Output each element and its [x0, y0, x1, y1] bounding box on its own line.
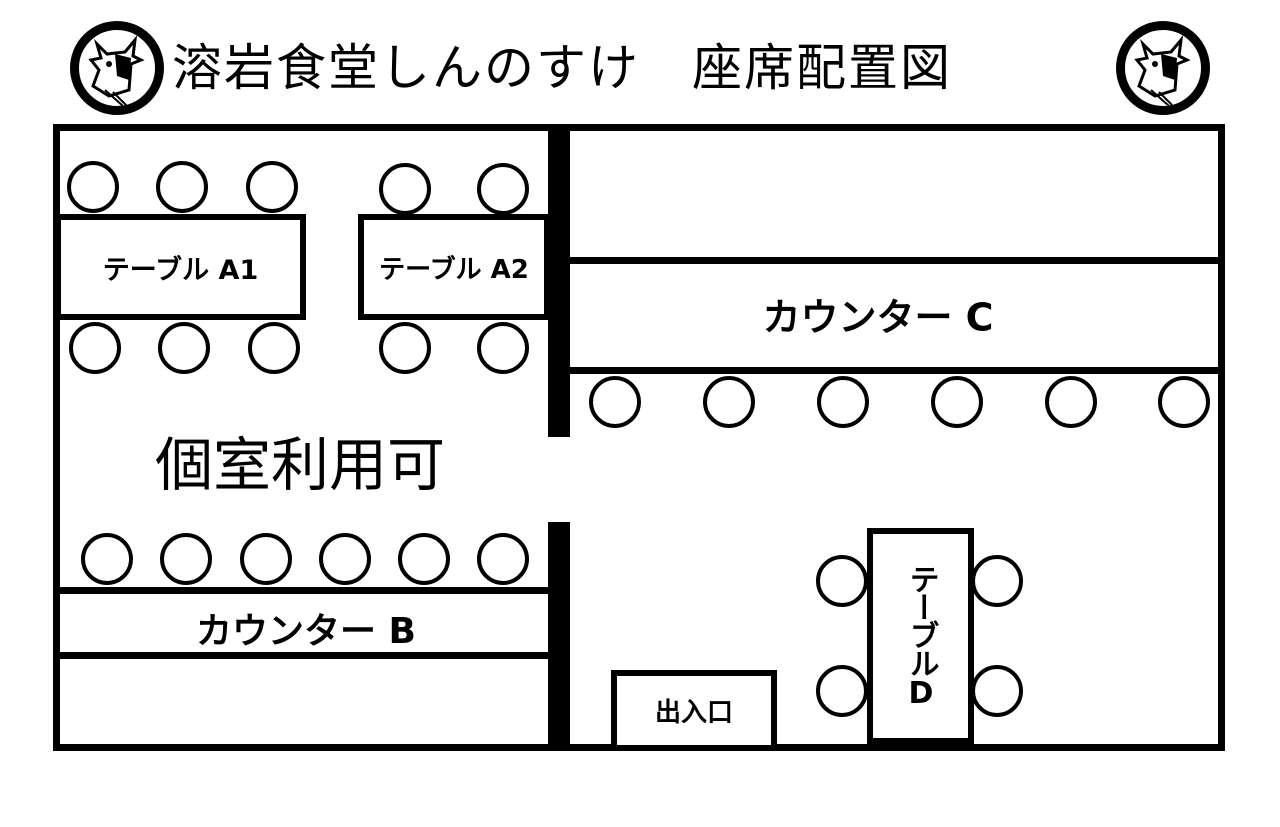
seat[interactable]	[160, 533, 212, 585]
table-a2-label: テーブル A2	[379, 254, 529, 285]
entrance[interactable]: 出入口	[611, 670, 777, 751]
seat[interactable]	[240, 533, 292, 585]
private-room-label: 個室利用可	[155, 431, 446, 499]
cow-mascot-icon	[70, 21, 164, 115]
counter-c-label: カウンター C	[762, 295, 994, 340]
seat[interactable]	[817, 376, 869, 428]
seat[interactable]	[69, 322, 121, 374]
table-a1-label: テーブル A1	[102, 254, 259, 286]
seat[interactable]	[248, 322, 300, 374]
partition-wall	[548, 522, 570, 751]
table-d[interactable]: テーブルD	[867, 528, 974, 744]
seat[interactable]	[67, 161, 119, 213]
seat[interactable]	[246, 161, 298, 213]
seat[interactable]	[477, 163, 529, 215]
seat[interactable]	[398, 533, 450, 585]
seat[interactable]	[589, 376, 641, 428]
seat[interactable]	[703, 376, 755, 428]
table-a2[interactable]: テーブル A2	[358, 214, 550, 320]
seat[interactable]	[81, 533, 133, 585]
seat[interactable]	[477, 533, 529, 585]
seat[interactable]	[156, 161, 208, 213]
seat[interactable]	[1158, 376, 1210, 428]
cow-mascot-icon	[1116, 21, 1210, 115]
seat[interactable]	[379, 322, 431, 374]
entrance-label: 出入口	[654, 698, 733, 728]
seat[interactable]	[816, 555, 868, 607]
seat[interactable]	[931, 376, 983, 428]
partition-wall	[548, 124, 570, 437]
counter-b-label: カウンター B	[196, 611, 416, 652]
counter-b-edge	[55, 587, 548, 594]
table-a1[interactable]: テーブル A1	[55, 214, 306, 320]
page-title: 溶岩食堂しんのすけ 座席配置図	[172, 39, 952, 97]
counter-b-edge	[55, 652, 548, 659]
counter-c-edge	[570, 257, 1222, 264]
seat[interactable]	[816, 665, 868, 717]
seat[interactable]	[477, 322, 529, 374]
seat[interactable]	[1045, 376, 1097, 428]
seat[interactable]	[319, 533, 371, 585]
seat[interactable]	[971, 665, 1023, 717]
seat[interactable]	[971, 555, 1023, 607]
seat[interactable]	[158, 322, 210, 374]
table-d-label: テーブルD	[903, 563, 939, 709]
seat[interactable]	[379, 163, 431, 215]
counter-c-edge	[570, 367, 1222, 374]
